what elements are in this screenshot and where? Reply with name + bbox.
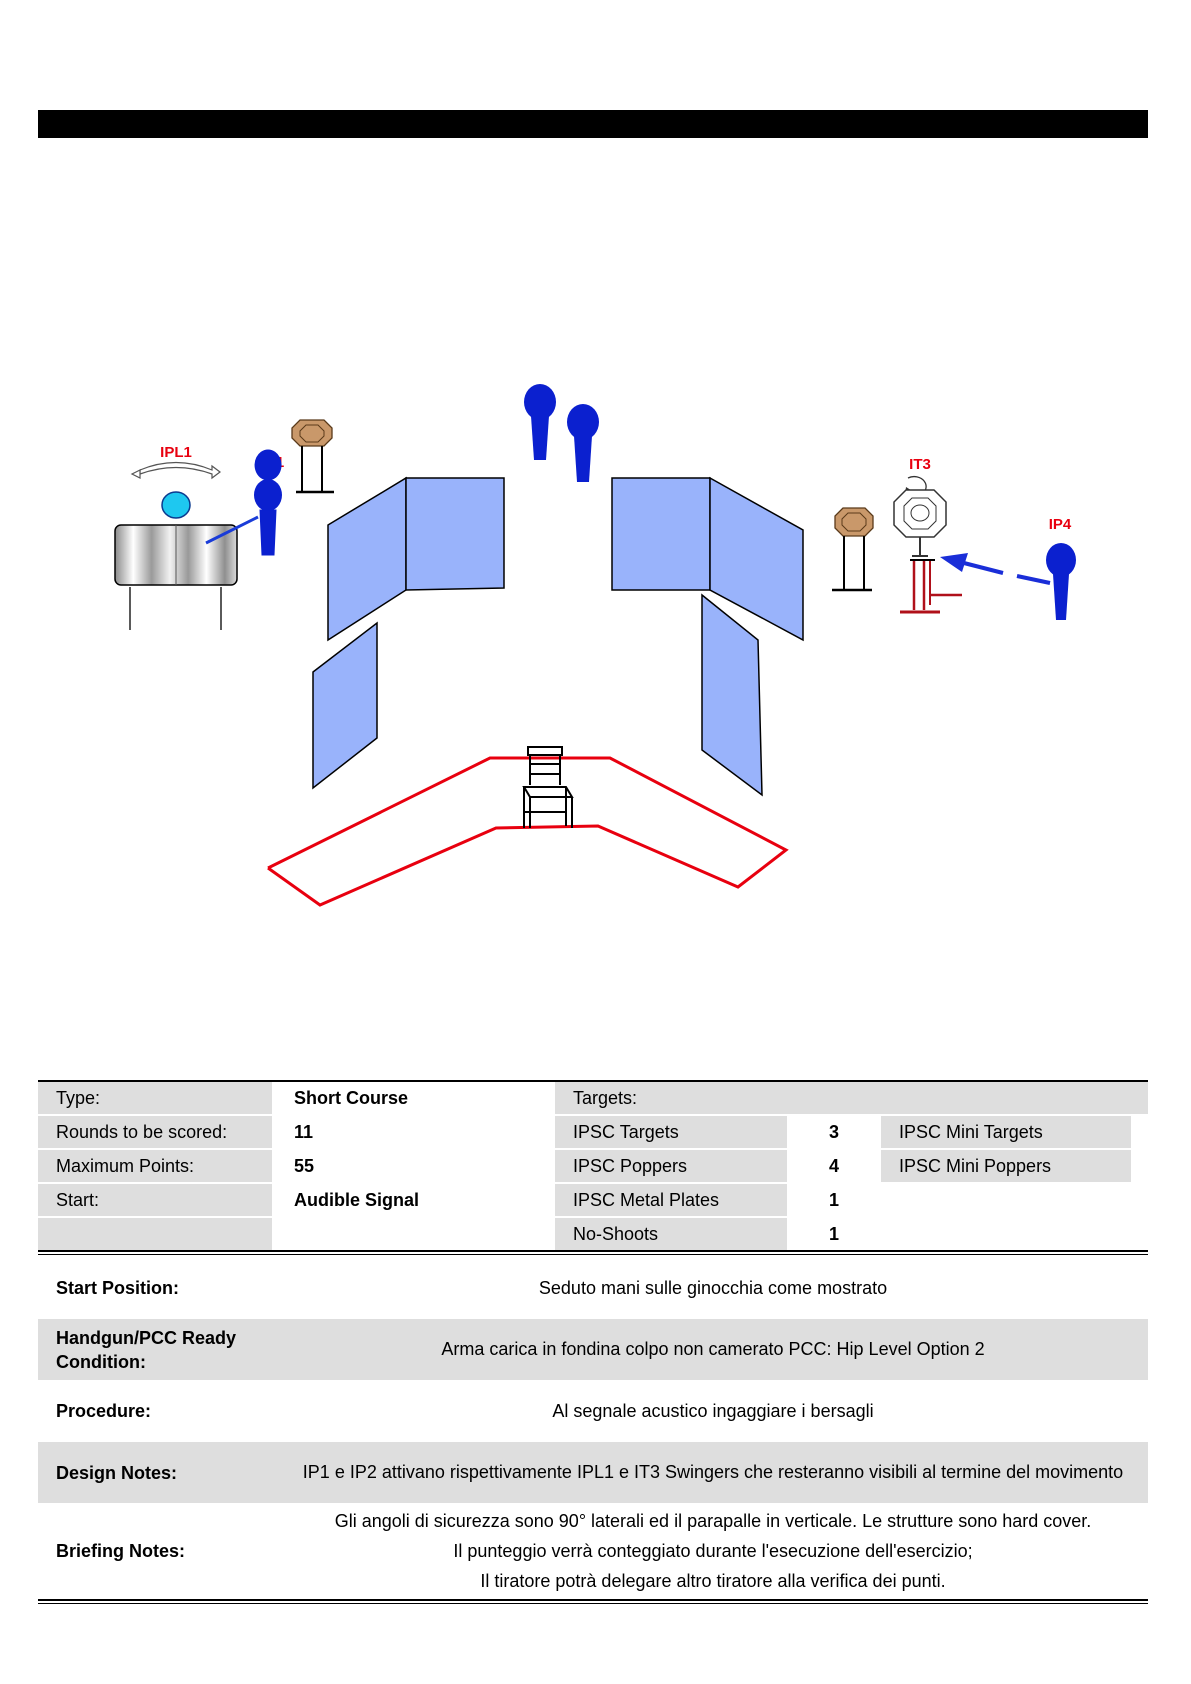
ipsc-targets-value: 3 <box>828 1121 839 1142</box>
mini-targets-label: IPSC Mini Targets <box>881 1116 1131 1148</box>
metal-plate-ipl1 <box>161 491 191 519</box>
briefing-line-1: Gli angoli di sicurezza sono 90° lateral… <box>334 1511 1092 1531</box>
start-position-value: Seduto mani sulle ginocchia come mostrat… <box>538 1277 888 1298</box>
start-value: Audible Signal <box>294 1189 420 1210</box>
swinger-it3 <box>893 475 962 614</box>
summary-table: Type: Short Course Rounds to be scored: … <box>38 1082 1148 1250</box>
metal-plates-label: IPSC Metal Plates <box>555 1184 787 1216</box>
shooting-area-fault-line <box>267 756 789 907</box>
procedure-label: Procedure: <box>56 1401 152 1421</box>
popper-ip1 <box>254 449 282 556</box>
start-label: Start: <box>38 1184 272 1216</box>
design-notes-label: Design Notes: <box>56 1462 178 1483</box>
design-notes-row: Design Notes: IP1 e IP2 attivano rispett… <box>38 1442 1148 1503</box>
ready-condition-row: Handgun/PCC Ready Condition: Arma carica… <box>38 1319 1148 1380</box>
rounds-value: 11 <box>294 1121 314 1142</box>
points-label: Maximum Points: <box>38 1150 272 1182</box>
metal-plates-value: 1 <box>828 1189 839 1210</box>
header-bar <box>38 110 1148 138</box>
briefing-notes-value: Gli angoli di sicurezza sono 90° lateral… <box>288 1506 1148 1596</box>
procedure-value: Al segnale acustico ingaggiare i bersagl… <box>552 1400 874 1421</box>
activation-arrow-icon <box>940 553 1051 585</box>
wall-left-low <box>312 621 378 790</box>
start-position-label: Start Position: <box>56 1278 180 1298</box>
wall-right-low <box>701 593 763 797</box>
no-shoots-value: 1 <box>828 1223 839 1244</box>
ipsc-targets-label: IPSC Targets <box>555 1116 787 1148</box>
stage-diagram: IPL1 IP1 IT3 <box>114 384 1076 907</box>
ipsc-poppers-value: 4 <box>828 1155 839 1176</box>
ready-condition-label: Handgun/PCC Ready Condition: <box>56 1327 237 1372</box>
targets-label: Targets: <box>555 1082 1148 1114</box>
ipsc-target-left <box>291 419 334 494</box>
popper-ip4 <box>1046 543 1076 620</box>
briefing-notes-row: Briefing Notes: Gli angoli di sicurezza … <box>38 1505 1148 1597</box>
wall-left-front <box>405 477 505 591</box>
table-top-rule <box>38 1080 1148 1082</box>
briefing-line-3: Il tiratore potrà delegare altro tirator… <box>480 1571 946 1591</box>
wall-left-angled <box>327 476 407 642</box>
rotate-arrow-icon <box>139 461 221 480</box>
popper-center-left <box>524 384 556 460</box>
ipsc-poppers-label: IPSC Poppers <box>555 1150 787 1182</box>
rounds-label: Rounds to be scored: <box>38 1116 272 1148</box>
table-mid-rule <box>38 1250 1148 1252</box>
briefing-line-2: Il punteggio verrà conteggiato durante l… <box>453 1541 973 1561</box>
empty-label-cell <box>38 1218 272 1250</box>
no-shoots-label: No-Shoots <box>555 1218 787 1250</box>
popper-center-right <box>567 404 599 482</box>
design-notes-value: IP1 e IP2 attivano rispettivamente IPL1 … <box>302 1462 1124 1482</box>
points-value: 55 <box>294 1155 315 1176</box>
chair-icon <box>522 746 574 828</box>
start-position-row: Start Position: Seduto mani sulle ginocc… <box>38 1260 1148 1316</box>
table-bottom-rule <box>38 1599 1148 1601</box>
briefing-notes-label: Briefing Notes: <box>56 1541 186 1561</box>
wall-right-front <box>611 477 711 591</box>
label-ip4: IP4 <box>1049 516 1072 533</box>
label-ipl1: IPL1 <box>160 444 192 461</box>
ipsc-target-right <box>832 507 874 592</box>
type-value: Short Course <box>294 1087 409 1108</box>
ready-condition-value: Arma carica in fondina colpo non camerat… <box>441 1339 985 1359</box>
type-label: Type: <box>38 1082 272 1114</box>
procedure-row: Procedure: Al segnale acustico ingaggiar… <box>38 1382 1148 1440</box>
mini-poppers-label: IPSC Mini Poppers <box>881 1150 1131 1182</box>
label-it3: IT3 <box>909 456 931 473</box>
wall-right-angled <box>709 476 804 642</box>
